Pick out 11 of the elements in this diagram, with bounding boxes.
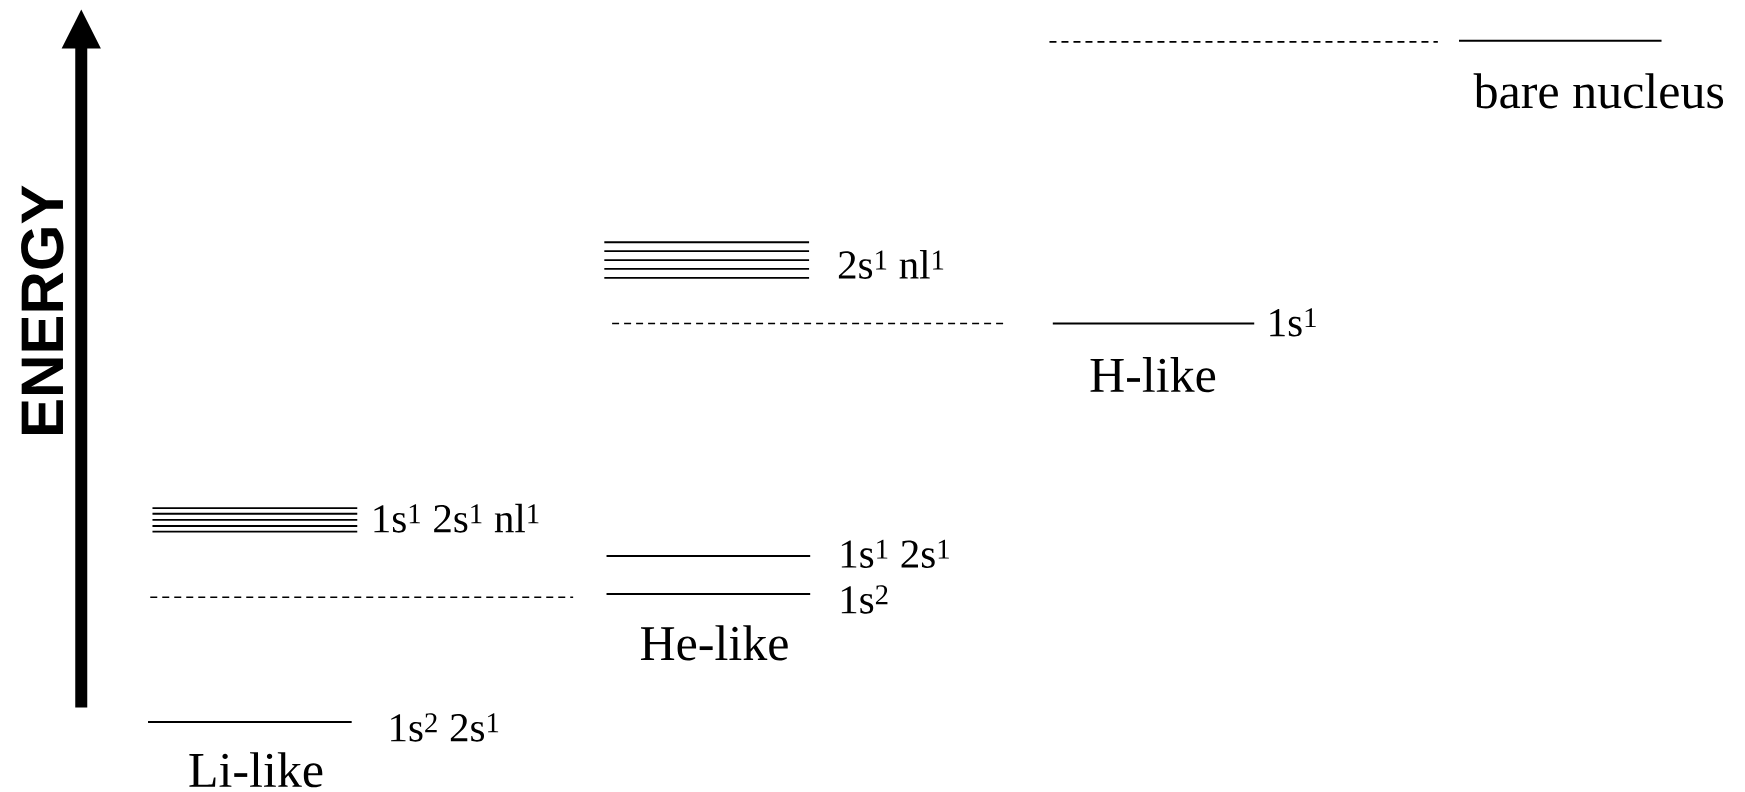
configuration-label: 1s$^{2}$ <box>841 585 888 614</box>
configuration-label: 1s$^{2}$ 2s$^{1}$ <box>391 713 499 742</box>
configuration-label: 2s$^{1}$ nl$^{1}$ <box>838 250 944 279</box>
configuration-label: 1s$^{1}$ <box>1270 308 1316 337</box>
ion-label: H-like <box>1090 357 1216 393</box>
ion-label: Li-like <box>189 752 323 788</box>
ion-label: bare nucleus <box>1473 73 1724 109</box>
configuration-label: 1s$^{1}$ 2s$^{1}$ nl$^{1}$ <box>374 503 539 533</box>
axis-title: ENERGY <box>21 185 64 434</box>
configuration-label: 1s$^{1}$ 2s$^{1}$ <box>841 539 949 568</box>
ion-label: He-like <box>640 625 788 661</box>
